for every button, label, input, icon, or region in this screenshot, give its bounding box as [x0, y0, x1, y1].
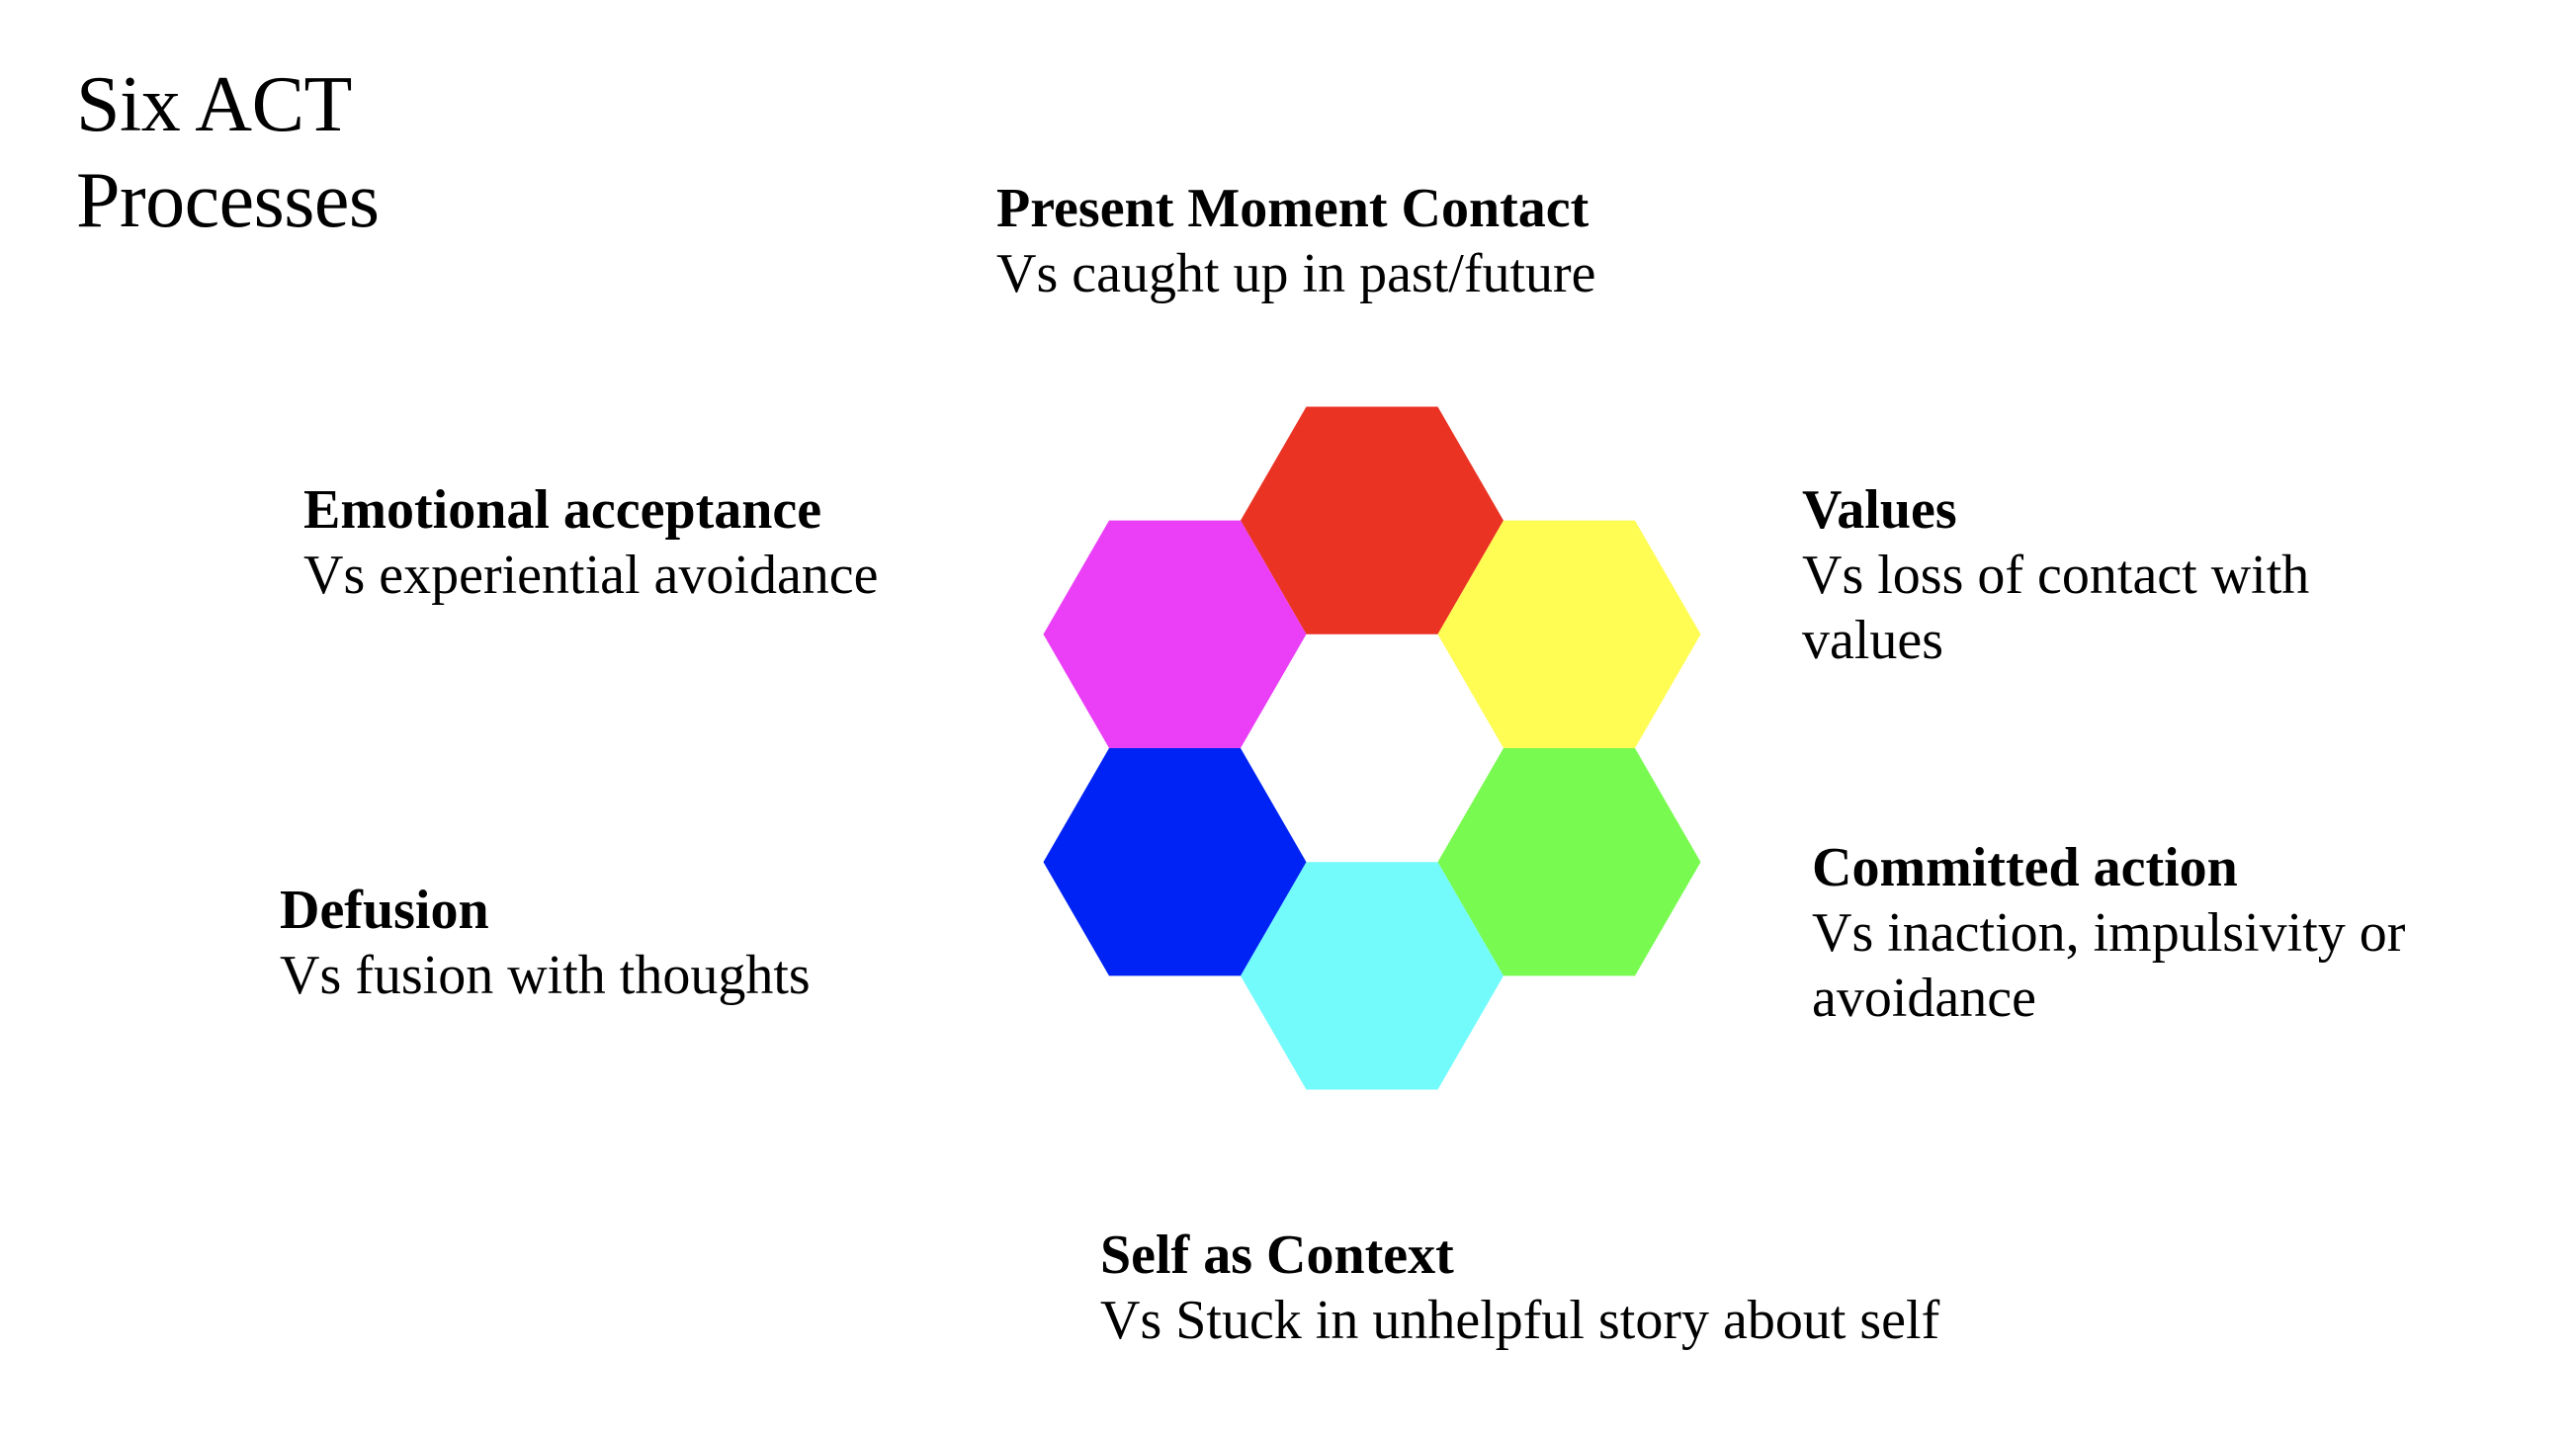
slide-title: Six ACT Processes: [76, 57, 380, 249]
process-description: Vs inaction, impulsivity or avoidance: [1812, 902, 2406, 1029]
process-heading: Present Moment Contact: [996, 178, 1589, 239]
process-heading: Defusion: [280, 880, 489, 941]
process-heading: Values: [1802, 479, 1957, 541]
process-heading: Committed action: [1812, 837, 2238, 898]
label-present-moment: Present Moment Contact Vs caught up in p…: [996, 176, 1596, 306]
process-heading: Emotional acceptance: [303, 479, 822, 541]
hexagon-committed-action: [1437, 748, 1701, 976]
label-emotional-acceptance: Emotional acceptance Vs experiential avo…: [303, 477, 879, 608]
process-heading: Self as Context: [1100, 1225, 1454, 1286]
process-description: Vs Stuck in unhelpful story about self: [1100, 1290, 1940, 1351]
hexagon-self-as-context: [1241, 862, 1503, 1090]
hexagon-defusion: [1043, 748, 1307, 976]
label-self-as-context: Self as Context Vs Stuck in unhelpful st…: [1100, 1223, 1939, 1353]
process-description: Vs loss of contact with values: [1802, 545, 2310, 671]
process-description: Vs fusion with thoughts: [280, 945, 811, 1006]
label-defusion: Defusion Vs fusion with thoughts: [280, 878, 811, 1008]
slide-title-line-2: Processes: [76, 157, 380, 244]
process-description: Vs experiential avoidance: [303, 545, 879, 606]
slide-title-line-1: Six ACT: [76, 61, 352, 148]
label-committed-action: Committed action Vs inaction, impulsivit…: [1812, 835, 2484, 1031]
hexagon-present-moment: [1241, 406, 1503, 634]
hexagon-values: [1437, 520, 1701, 748]
hexagon-emotional-acceptance: [1043, 520, 1307, 748]
label-values: Values Vs loss of contact with values: [1802, 477, 2454, 673]
process-description: Vs caught up in past/future: [996, 243, 1596, 304]
